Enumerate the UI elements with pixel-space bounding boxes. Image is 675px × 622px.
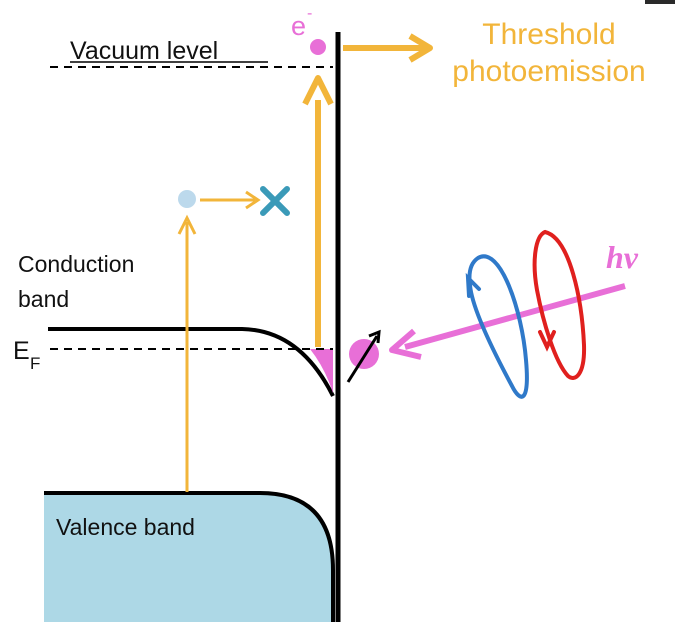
- conduction-band-label-line2: band: [18, 286, 69, 312]
- valence-band-label: Valence band: [56, 514, 195, 540]
- fermi-level-subscript: F: [30, 354, 40, 373]
- fermi-level-label: E: [13, 337, 30, 365]
- spin-arrow-icon: [346, 329, 381, 383]
- corner-artifact: [645, 0, 675, 4]
- photon-beam: [404, 283, 626, 350]
- emission-arrowhead: [408, 33, 433, 63]
- excited-electron: [178, 190, 196, 208]
- valence-excitation-arrowhead: [177, 214, 197, 235]
- electron-label: e: [291, 11, 306, 41]
- photon-beam-arrowhead: [389, 328, 422, 360]
- photon-energy-label: hν: [606, 239, 639, 275]
- valence-band-region: [44, 493, 333, 622]
- threshold-label-line2: photoemission: [452, 55, 645, 88]
- conduction-band-edge: [48, 327, 335, 397]
- threshold-label-line1: Threshold: [482, 18, 615, 51]
- threshold-excitation-arrowhead: [302, 75, 334, 106]
- red-polarization-loop: [532, 230, 587, 380]
- conduction-band-label-line1: Conduction: [18, 251, 134, 277]
- cross-icon: [260, 186, 290, 216]
- blocked-arrowhead: [245, 190, 261, 210]
- surface-state-pocket: [310, 349, 333, 393]
- emitted-electron: [310, 39, 326, 55]
- electron-charge-label: -: [307, 5, 312, 22]
- valence-band-edge: [44, 491, 335, 622]
- vacuum-level-label: Vacuum level: [70, 37, 218, 65]
- blue-polarization-loop: [465, 254, 529, 399]
